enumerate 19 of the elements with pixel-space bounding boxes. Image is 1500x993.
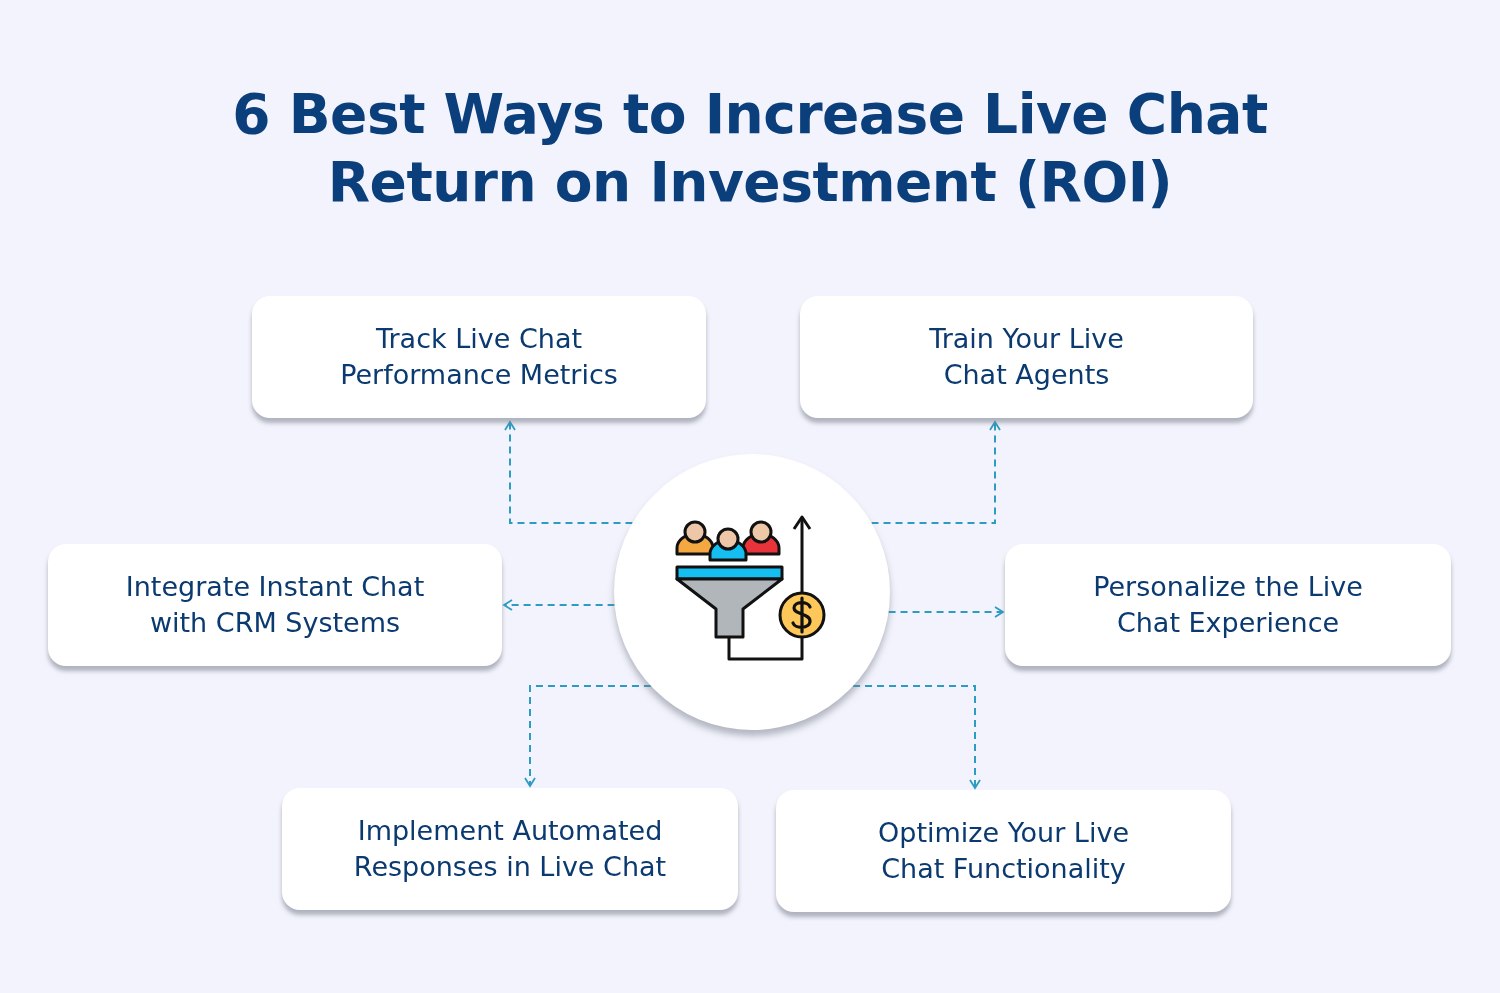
dashed-arrow [852,685,981,789]
step-text: Train Your Live Chat Agents [928,322,1125,392]
step-card [1005,544,1451,666]
step-card [252,296,706,418]
step-text: Implement Automated Responses in Live Chat [352,814,668,884]
step-text: Optimize Your Live Chat Functionality [877,816,1130,886]
step-card [776,790,1231,912]
step-text: Personalize the Live Chat Experience [1092,570,1364,640]
step-card [48,544,502,666]
dashed-arrow [887,606,1004,618]
title: 6 Best Ways to Increase Live Chat Return on Investment (ROI) [231,81,1269,216]
dashed-arrow [524,685,652,787]
dashed-arrow [504,421,634,524]
step-card [800,296,1253,418]
dashed-arrow [503,599,616,611]
step-text: Integrate Instant Chat with CRM Systems [124,570,426,640]
step-card [282,788,738,910]
dashed-arrow [870,421,1001,524]
step-text: Track Live Chat Performance Metrics [339,322,619,392]
